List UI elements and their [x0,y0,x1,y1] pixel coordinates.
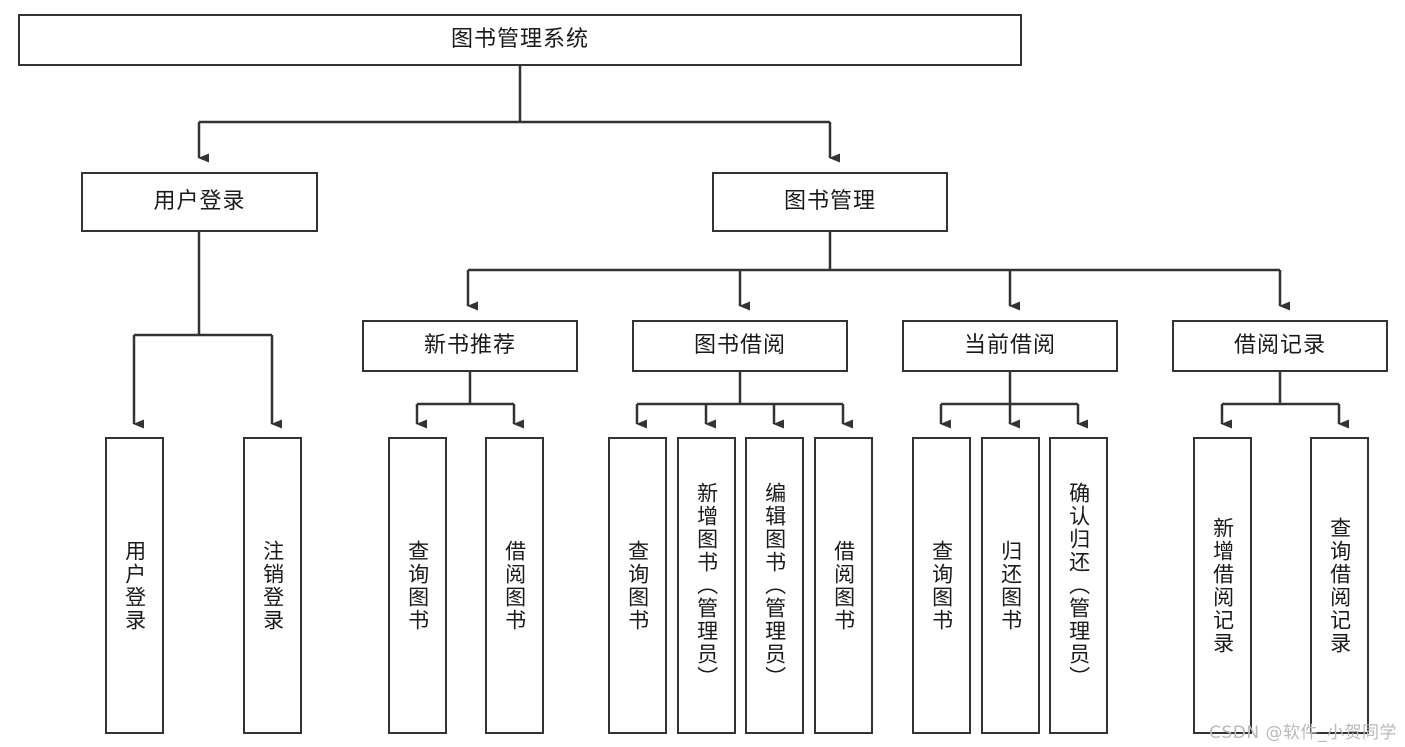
node-label: 新增图书（管理员） [694,482,719,689]
node-label: 借阅图书 [502,539,527,632]
connector-tsg-to-level3 [466,232,1290,311]
connector-newbook-to-leaves [415,372,524,429]
node-label: 查询图书 [405,539,430,632]
node-level3-new-book-recommend[interactable]: 新书推荐 [362,320,578,372]
node-label: 借阅记录 [1233,332,1326,358]
node-label: 确认归还（管理员） [1066,482,1091,689]
node-leaf-confirm-return-admin[interactable]: 确认归还（管理员） [1049,437,1108,734]
node-level2-book-management[interactable]: 图书管理 [712,172,948,232]
node-level3-book-borrow[interactable]: 图书借阅 [632,320,848,372]
node-label: 图书借阅 [693,332,786,358]
node-label: 新书推荐 [423,332,516,358]
node-leaf-user-login[interactable]: 用户登录 [105,437,164,734]
connector-current-to-leaves [939,372,1088,429]
node-leaf-edit-book-admin[interactable]: 编辑图书（管理员） [745,437,804,734]
node-level3-borrow-record[interactable]: 借阅记录 [1172,320,1388,372]
node-leaf-logout[interactable]: 注销登录 [243,437,302,734]
node-leaf-return-book[interactable]: 归还图书 [981,437,1040,734]
node-label: 查询借阅记录 [1327,516,1352,655]
node-leaf-query-book-current[interactable]: 查询图书 [912,437,971,734]
node-label: 用户登录 [122,539,147,632]
node-label: 归还图书 [998,539,1023,632]
node-label: 编辑图书（管理员） [762,482,787,689]
node-label: 图书管理系统 [450,26,589,52]
node-label: 新增借阅记录 [1210,516,1235,655]
node-label: 查询图书 [625,539,650,632]
node-leaf-borrow-book-newbook[interactable]: 借阅图书 [485,437,544,734]
connector-root-to-level2 [197,66,840,163]
connector-borrow-to-leaves [635,372,853,429]
node-label: 注销登录 [260,539,285,632]
node-leaf-query-book-newbook[interactable]: 查询图书 [388,437,447,734]
node-level3-current-borrow[interactable]: 当前借阅 [902,320,1118,372]
node-root-system[interactable]: 图书管理系统 [18,14,1022,66]
node-label: 当前借阅 [963,332,1056,358]
node-level2-user-login[interactable]: 用户登录 [81,172,318,232]
node-label: 查询图书 [929,539,954,632]
connector-record-to-leaves [1220,372,1349,429]
connector-login-to-leaves [132,232,282,429]
node-label: 用户登录 [153,188,246,214]
node-leaf-add-borrow-record[interactable]: 新增借阅记录 [1193,437,1252,734]
node-leaf-query-book-borrow[interactable]: 查询图书 [608,437,667,734]
node-label: 借阅图书 [831,539,856,632]
node-leaf-borrow-book[interactable]: 借阅图书 [814,437,873,734]
node-leaf-add-book-admin[interactable]: 新增图书（管理员） [677,437,736,734]
node-leaf-query-borrow-record[interactable]: 查询借阅记录 [1310,437,1369,734]
node-label: 图书管理 [783,188,876,214]
